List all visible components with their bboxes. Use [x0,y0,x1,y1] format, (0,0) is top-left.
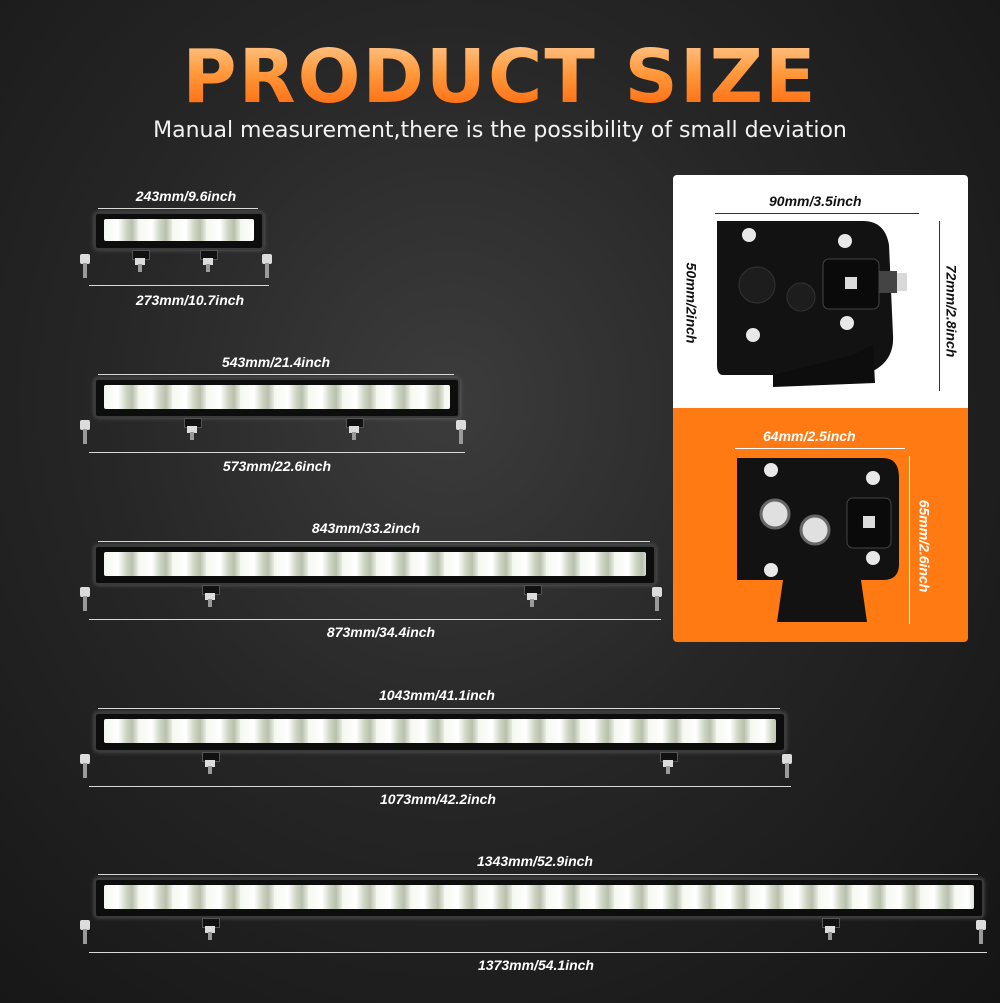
end-bolt-icon [782,754,792,778]
page-subtitle: Manual measurement,there is the possibil… [153,118,847,143]
led-lens [104,719,776,743]
inner-length-label: 543mm/21.4inch [221,354,331,370]
mount-bracket-icon [202,585,220,607]
outer-length-label: 273mm/10.7inch [135,292,245,308]
page-title: PRODUCT SIZE [0,32,1000,122]
inner-dimension-line [98,541,650,542]
led-lens [104,385,450,409]
mount-bracket-icon [200,250,218,272]
end-view-card: 64mm/2.5inch 65mm/2.6inch [673,408,968,642]
light-bar-body [94,378,460,418]
end-bolt-icon [456,420,466,444]
outer-length-label: 1373mm/54.1inch [478,957,594,973]
inner-length-label: 1043mm/41.1inch [379,687,495,703]
outer-dimension-line [89,786,791,787]
mount-bracket-icon [660,752,678,774]
side-view-card: 90mm/3.5inch 50mm/2inch 72mm/2.8inch [673,175,968,408]
outer-dimension-line [89,619,661,620]
mount-bracket-icon [202,918,220,940]
led-lens [104,885,974,909]
side-width-line [715,213,919,214]
inner-length-label: 1343mm/52.9inch [477,853,593,869]
light-bar-body [94,212,264,250]
light-bar-body [94,712,786,752]
end-bolt-icon [976,920,986,944]
end-bolt-icon [80,920,90,944]
end-bolt-icon [80,754,90,778]
end-bolt-icon [80,420,90,444]
mount-bracket-icon [132,250,150,272]
inner-dimension-line [98,874,978,875]
light-bar-body [94,545,656,585]
inner-dimension-line [98,374,454,375]
side-body-height-label: 50mm/2inch [683,262,700,344]
led-lens [104,219,254,241]
end-bolt-icon [262,254,272,278]
end-profile-icon [737,458,899,622]
light-bar-body [94,878,984,918]
end-bolt-icon [80,587,90,611]
outer-dimension-line [89,952,987,953]
mount-bracket-icon [202,752,220,774]
inner-length-label: 243mm/9.6inch [135,188,237,204]
mount-bracket-icon [346,418,364,440]
outer-dimension-line [89,452,465,453]
side-total-height-label: 72mm/2.8inch [943,264,960,358]
inner-dimension-line [98,208,258,209]
inner-length-label: 843mm/33.2inch [311,520,421,536]
led-lens [104,552,646,576]
mount-bracket-icon [822,918,840,940]
outer-length-label: 1073mm/42.2inch [380,791,496,807]
end-bolt-icon [652,587,662,611]
end-bolt-icon [80,254,90,278]
mount-bracket-icon [184,418,202,440]
end-height-label: 65mm/2.6inch [916,499,933,593]
end-width-label: 64mm/2.5inch [763,428,856,444]
side-height-line [939,221,940,391]
mount-bracket-icon [524,585,542,607]
outer-dimension-line [89,285,269,286]
inner-dimension-line [98,708,780,709]
side-profile-icon [717,221,907,387]
outer-length-label: 873mm/34.4inch [326,624,436,640]
outer-length-label: 573mm/22.6inch [222,458,332,474]
side-width-label: 90mm/3.5inch [769,193,862,209]
end-width-line [735,448,905,449]
end-height-line [909,456,910,624]
